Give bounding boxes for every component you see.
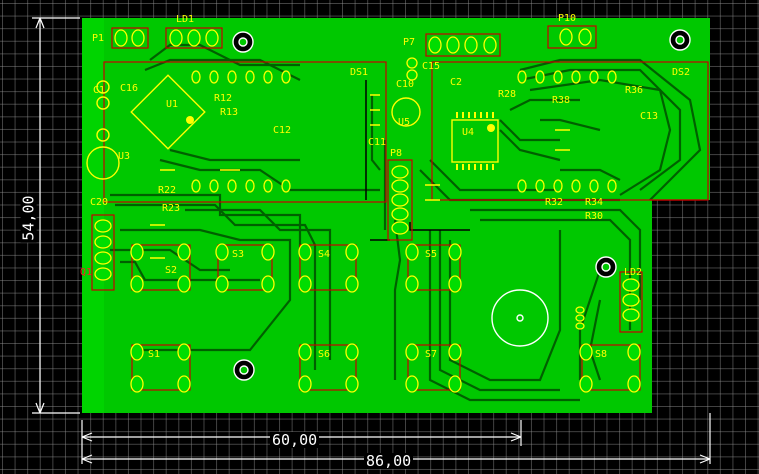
ref-c13: C13 [640, 111, 659, 122]
ref-r32: R32 [545, 197, 564, 208]
ref-c16: C16 [120, 83, 139, 94]
ic-pins [186, 112, 495, 170]
traces [110, 43, 702, 402]
ref-r38: R38 [552, 95, 571, 106]
ref-u3: U3 [118, 151, 131, 162]
silkscreen [86, 74, 570, 259]
ref-r34: R34 [585, 197, 604, 208]
ref-u5: U5 [398, 117, 411, 128]
ref-c15: C15 [422, 61, 441, 72]
ref-r28: R28 [498, 89, 517, 100]
ref-c11: C11 [368, 137, 387, 148]
ref-r22: R22 [158, 185, 177, 196]
ref-u1: U1 [166, 99, 179, 110]
ref-r12: R12 [214, 93, 233, 104]
ref-p1: P1 [92, 33, 105, 44]
ref-p8: P8 [390, 148, 403, 159]
ref-q1: Q1 [80, 267, 93, 278]
ref-c10: C10 [396, 79, 415, 90]
ref-c2: C2 [450, 77, 463, 88]
ref-u4: U4 [462, 127, 475, 138]
dimension-width-inner-label: 60,00 [270, 431, 320, 449]
ref-s4: S4 [318, 249, 331, 260]
mounting-holes [232, 29, 691, 381]
ref-s1: S1 [148, 349, 161, 360]
ref-s8: S8 [595, 349, 608, 360]
ref-ld2: LD2 [624, 267, 643, 278]
ref-r13: R13 [220, 107, 239, 118]
ref-r36: R36 [625, 85, 644, 96]
ref-ds2: DS2 [672, 67, 691, 78]
outlines [91, 25, 709, 391]
ref-p10: P10 [558, 13, 577, 24]
ref-s7: S7 [425, 349, 438, 360]
ref-c1: C1 [93, 85, 106, 96]
pads [94, 28, 641, 393]
ref-s5: S5 [425, 249, 438, 260]
dimension-height-label: 54,00 [19, 193, 38, 243]
ref-c20: C20 [90, 197, 109, 208]
ref-r23: R23 [162, 203, 181, 214]
dimension-width-total-label: 86,00 [364, 452, 414, 470]
ref-c12: C12 [273, 125, 292, 136]
ref-ld1: LD1 [176, 14, 195, 25]
ref-s6: S6 [318, 349, 331, 360]
isolation [365, 80, 470, 241]
ref-s2: S2 [165, 265, 178, 276]
ref-r30: R30 [585, 211, 604, 222]
ref-ds1: DS1 [350, 67, 369, 78]
ref-p7: P7 [403, 37, 416, 48]
ref-s3: S3 [232, 249, 245, 260]
